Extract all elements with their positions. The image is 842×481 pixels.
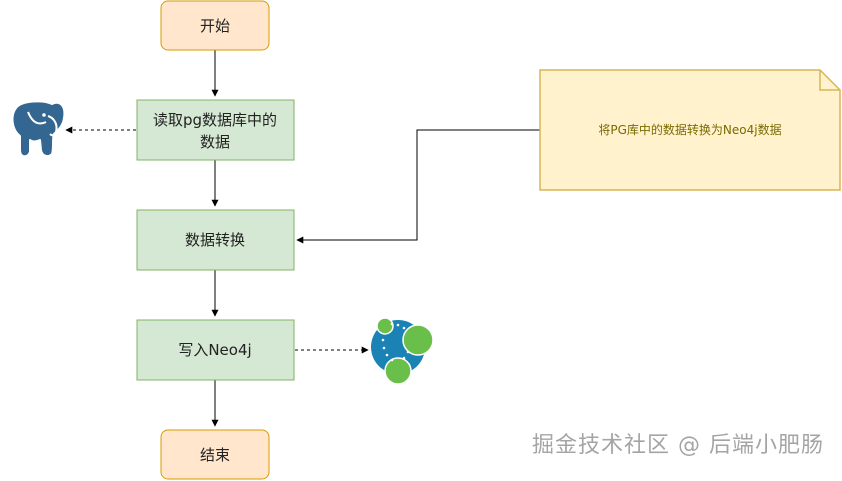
read-pg-node[interactable]: 读取pg数据库中的 数据 — [136, 99, 295, 161]
transform-node-label: 数据转换 — [185, 231, 245, 249]
edge-note-to-transform — [296, 129, 540, 244]
end-node[interactable]: 结束 — [160, 429, 270, 480]
start-node-label: 开始 — [200, 17, 230, 35]
write-neo4j-node[interactable]: 写入Neo4j — [136, 319, 295, 381]
postgresql-elephant-icon — [11, 100, 66, 158]
note-shape[interactable]: 将PG库中的数据转换为Neo4j数据 — [539, 69, 841, 191]
transform-node[interactable]: 数据转换 — [136, 209, 295, 271]
read-pg-node-label-line1: 读取pg数据库中的 — [153, 111, 277, 129]
end-node-label: 结束 — [200, 446, 230, 464]
write-neo4j-node-label: 写入Neo4j — [178, 341, 251, 359]
watermark: 掘金技术社区 @ 后端小肥肠 — [532, 433, 824, 458]
note-text: 将PG库中的数据转换为Neo4j数据 — [598, 122, 781, 137]
start-node[interactable]: 开始 — [160, 0, 270, 51]
read-pg-node-label-line2: 数据 — [200, 133, 230, 151]
neo4j-graph-icon — [371, 317, 434, 385]
